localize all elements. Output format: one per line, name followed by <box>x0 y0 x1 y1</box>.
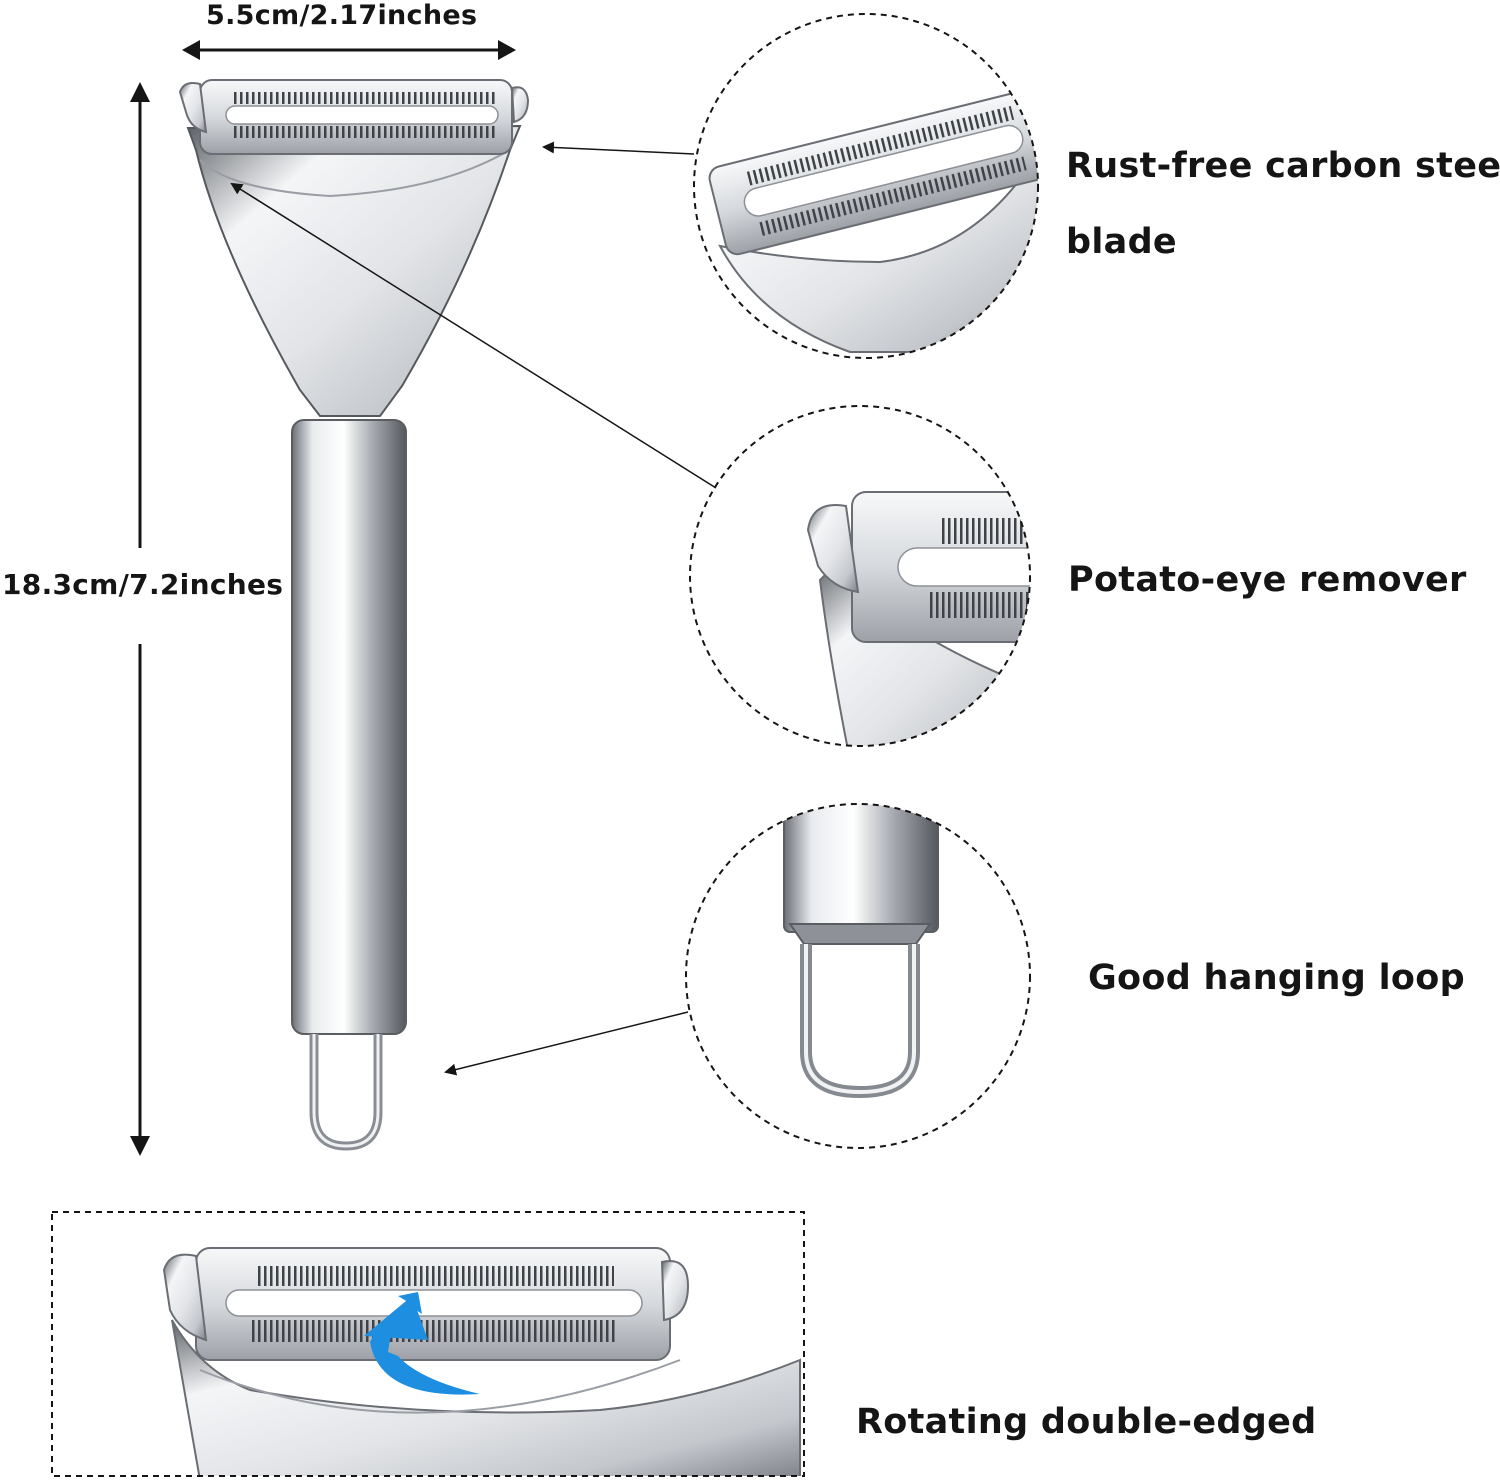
width-dimension-label: 5.5cm/2.17inches <box>206 0 478 31</box>
pointer-lines <box>230 141 717 1076</box>
height-dimension-arrow <box>130 82 150 1156</box>
feature-blade-label: Rust-free carbon steel blade <box>1066 128 1500 280</box>
height-dimension-label: 18.3cm/7.2inches <box>2 568 284 601</box>
main-peeler <box>178 79 530 1151</box>
detail-box-rotating-blade <box>51 1211 805 1477</box>
detail-circle-potato-eye <box>689 405 1031 747</box>
detail-circle-blade <box>693 13 1039 359</box>
peeler-head <box>186 124 522 417</box>
width-dimension-arrow <box>182 40 516 60</box>
feature-potato-eye-label: Potato-eye remover <box>1068 560 1467 600</box>
feature-blade-line1: Rust-free carbon steel <box>1066 146 1500 186</box>
peeler-handle <box>291 419 407 1035</box>
rotation-arrow-icon <box>364 1292 480 1395</box>
feature-blade-line2: blade <box>1066 222 1177 262</box>
feature-rotating-label: Rotating double-edged <box>856 1402 1317 1442</box>
detail-circle-hanging-loop <box>685 803 1031 1149</box>
feature-hanging-loop-label: Good hanging loop <box>1088 958 1465 998</box>
peeler-hanging-loop <box>309 1034 383 1151</box>
